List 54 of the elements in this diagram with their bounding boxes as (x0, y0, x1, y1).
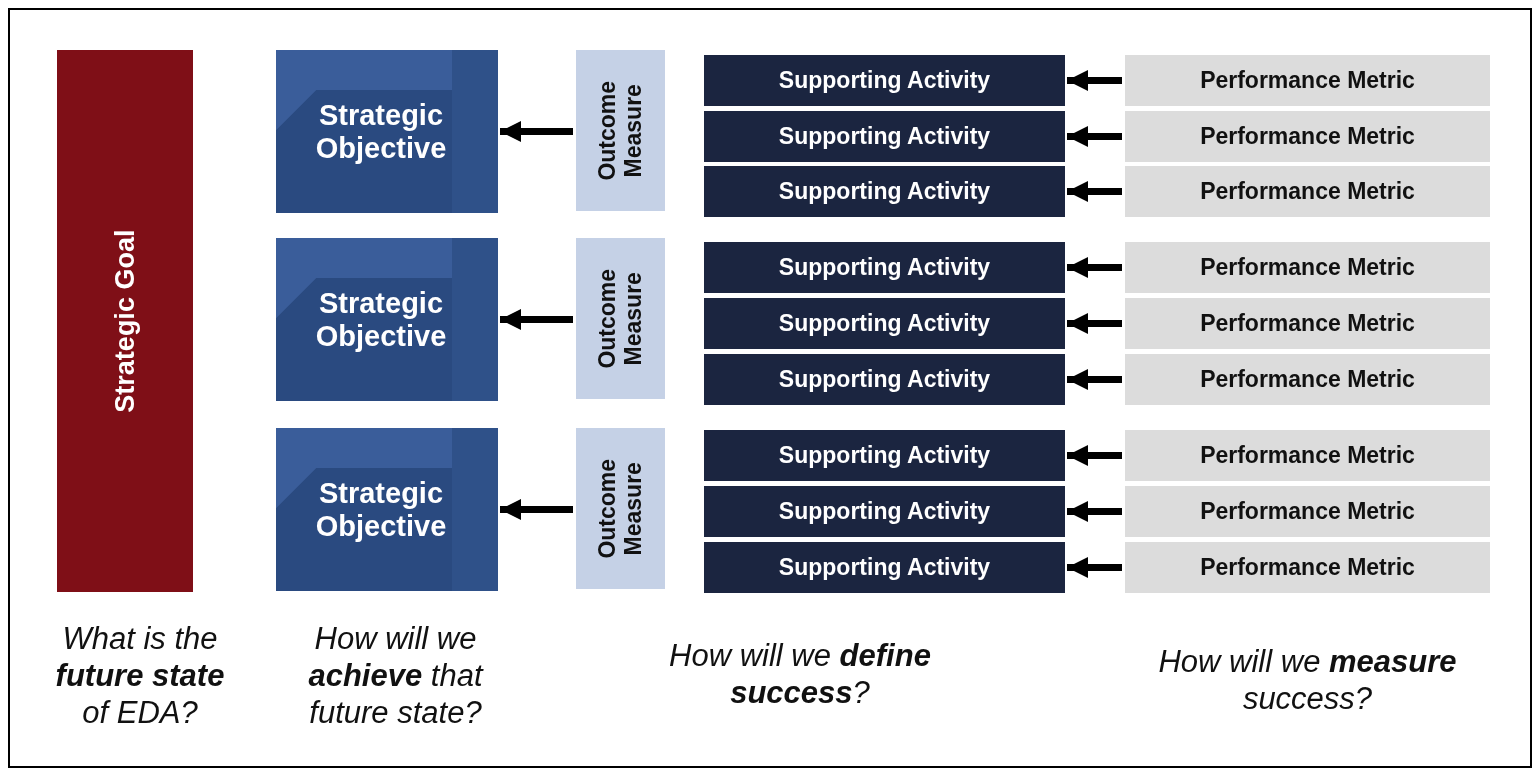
outcome-label: Outcome Measure (594, 79, 647, 183)
goal-bar (57, 50, 193, 592)
goal-label: Strategic Goal (109, 228, 141, 415)
objective-box (276, 428, 498, 591)
activity-label: Supporting Activity (778, 310, 991, 337)
question-text: How will we define success? (668, 637, 932, 712)
metric-box (1125, 298, 1490, 349)
outcome-box (576, 50, 665, 211)
objective-label: Strategic Objective (314, 99, 448, 164)
outcome-box (576, 428, 665, 589)
objective-box (276, 238, 498, 401)
metric-label: Performance Metric (1200, 254, 1415, 281)
activity-label: Supporting Activity (778, 67, 991, 94)
metric-box (1125, 166, 1490, 217)
activity-box (704, 354, 1065, 405)
activity-box (704, 430, 1065, 481)
outcome-box (576, 238, 665, 399)
activity-label: Supporting Activity (778, 366, 991, 393)
activity-box (704, 542, 1065, 593)
metric-label: Performance Metric (1200, 498, 1415, 525)
activity-label: Supporting Activity (778, 254, 991, 281)
activity-box (704, 242, 1065, 293)
metric-label: Performance Metric (1200, 310, 1415, 337)
objective-label: Strategic Objective (314, 287, 448, 352)
metric-box (1125, 111, 1490, 162)
objective-box (276, 50, 498, 213)
metric-box (1125, 242, 1490, 293)
activity-label: Supporting Activity (778, 123, 991, 150)
metric-label: Performance Metric (1200, 442, 1415, 469)
metric-label: Performance Metric (1200, 366, 1415, 393)
metric-label: Performance Metric (1200, 554, 1415, 581)
question-text: How will we achieve that future state? (307, 620, 485, 732)
metric-box (1125, 55, 1490, 106)
metric-box (1125, 430, 1490, 481)
metric-box (1125, 542, 1490, 593)
activity-box (704, 298, 1065, 349)
activity-box (704, 55, 1065, 106)
objective-label: Strategic Objective (314, 477, 448, 542)
activity-label: Supporting Activity (778, 442, 991, 469)
activity-box (704, 486, 1065, 537)
activity-box (704, 166, 1065, 217)
activity-label: Supporting Activity (778, 178, 991, 205)
metric-box (1125, 486, 1490, 537)
outcome-label: Outcome Measure (594, 267, 647, 371)
question-text: How will we measure success? (1157, 643, 1458, 718)
activity-label: Supporting Activity (778, 554, 991, 581)
metric-box (1125, 354, 1490, 405)
metric-label: Performance Metric (1200, 123, 1415, 150)
metric-label: Performance Metric (1200, 178, 1415, 205)
question-text: What is the future state of EDA? (54, 620, 226, 732)
metric-label: Performance Metric (1200, 67, 1415, 94)
outcome-label: Outcome Measure (594, 457, 647, 561)
activity-box (704, 111, 1065, 162)
activity-label: Supporting Activity (778, 498, 991, 525)
